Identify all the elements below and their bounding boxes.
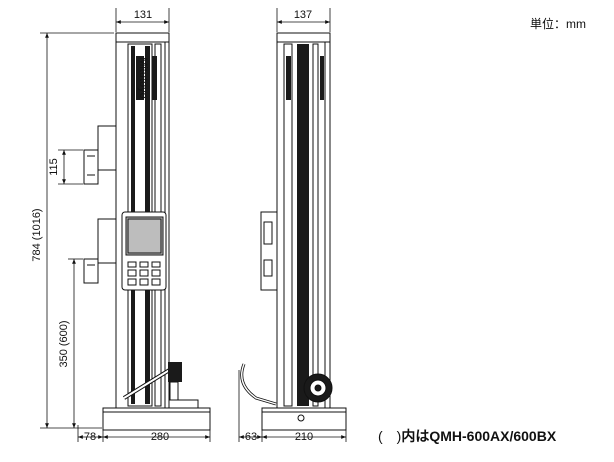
model-footnote: ( )内はQMH-600AX/600BX <box>378 426 556 446</box>
dim-total-height: 784 (1016) <box>31 208 43 261</box>
unit-label: 単位：mm <box>530 17 586 31</box>
front-base <box>102 407 211 431</box>
lower-probe-holder <box>97 218 117 264</box>
dim-side-base-width: 210 <box>295 431 313 443</box>
front-dimensions <box>40 8 211 442</box>
front-brand-text: Mitutoyo <box>137 57 149 99</box>
dim-lower-height: 350 (600) <box>58 320 70 367</box>
dim-front-base-offset: 78 <box>84 431 96 443</box>
dim-side-width-top: 137 <box>294 9 312 21</box>
upper-probe-holder <box>97 125 117 171</box>
dim-side-base-offset: 63 <box>245 431 257 443</box>
footnote-paren: ( ) <box>378 428 402 444</box>
dim-front-base-width: 280 <box>151 431 169 443</box>
side-view <box>240 32 347 431</box>
side-dimensions <box>238 8 347 442</box>
dim-front-width-top: 131 <box>134 9 152 21</box>
footnote-text: 内はQMH-600AX/600BX <box>401 428 557 444</box>
dim-probe-span: 115 <box>48 158 60 176</box>
display-screen <box>125 216 164 256</box>
front-view <box>83 32 211 431</box>
